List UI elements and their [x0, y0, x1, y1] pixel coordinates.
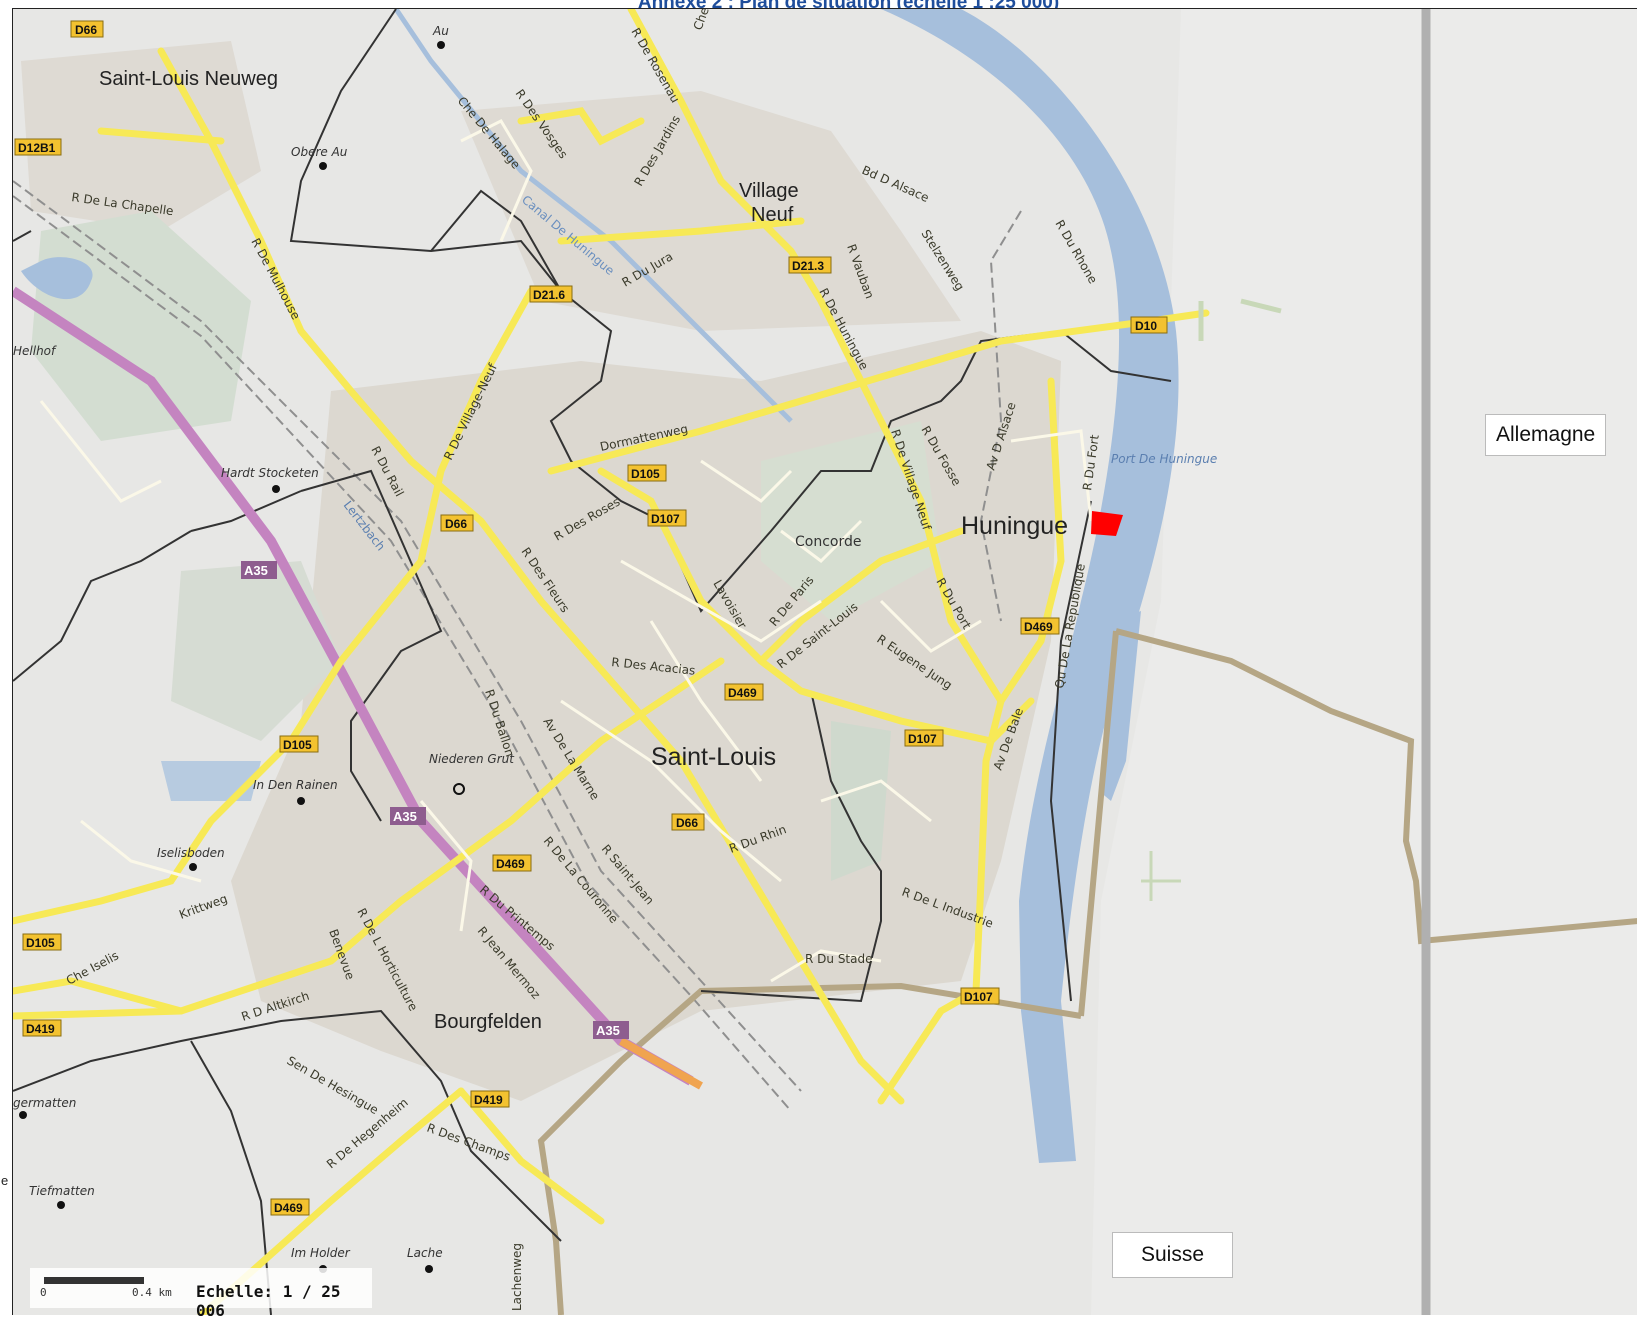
shield-d21-3: D21.3 [788, 256, 832, 274]
shield-d469: D469 [270, 1198, 310, 1216]
minor-roads [39, 119, 1093, 983]
svg-text:D107: D107 [908, 732, 937, 746]
svg-text:A35: A35 [393, 809, 417, 824]
shield-d105: D105 [279, 735, 319, 753]
urban-village-neuf [461, 91, 961, 331]
svg-text:D107: D107 [651, 512, 680, 526]
place-concorde: Concorde [795, 534, 862, 550]
dock-marks [1198, 298, 1282, 341]
svg-text:D105: D105 [631, 467, 660, 481]
scale-zero-label: 0 [40, 1286, 47, 1299]
scale-ratio-label: Echelle: 1 / 25 006 [196, 1282, 341, 1320]
shield-d469: D469 [1020, 617, 1060, 635]
svg-text:D105: D105 [26, 936, 55, 950]
map-canvas[interactable]: Saint-Louis Neuweg Village Neuf Huningue… [12, 8, 1637, 1315]
place-hellhof: Hellhof [13, 344, 57, 358]
place-im-holder: Im Holder [291, 1246, 351, 1260]
germany-area [1091, 9, 1637, 1315]
rhine-river [881, 9, 1179, 1163]
svg-text:D469: D469 [1024, 620, 1053, 634]
place-iselisboden: Iselisboden [157, 846, 225, 860]
street-label: R Du Stade [805, 952, 873, 966]
shield-d107: D107 [960, 987, 1000, 1005]
shield-d419: D419 [22, 1019, 62, 1037]
town-village-neuf-line1: Village [739, 180, 799, 202]
town-bourgfelden: Bourgfelden [434, 1011, 542, 1033]
shield-d469: D469 [724, 683, 764, 701]
town-saint-louis: Saint-Louis [651, 743, 776, 771]
pond [21, 257, 93, 300]
country-label-germany: Allemagne [1485, 414, 1607, 456]
town-saint-louis-neuweg: Saint-Louis Neuweg [99, 68, 278, 90]
place-lache: Lache [407, 1246, 443, 1260]
shield-a35: A35 [593, 1021, 629, 1039]
dock-marks [1141, 851, 1181, 901]
shield-d107: D107 [904, 729, 944, 747]
svg-text:D21.3: D21.3 [792, 259, 824, 273]
shield-d105: D105 [22, 933, 62, 951]
green-area [171, 561, 341, 741]
shield-d66: D66 [440, 514, 474, 532]
pond [161, 761, 261, 801]
shield-d469: D469 [492, 854, 532, 872]
shield-d107: D107 [647, 509, 687, 527]
harbour-basin [1099, 611, 1141, 801]
place-au: Au [432, 24, 449, 38]
green-area [831, 721, 891, 881]
svg-text:D12B1: D12B1 [18, 141, 56, 155]
svg-text:D105: D105 [283, 738, 312, 752]
scale-distance-label: 0.4 km [132, 1286, 172, 1299]
commune-boundaries [13, 9, 1172, 1315]
place-germatten: germatten [13, 1096, 76, 1110]
street-label: Lachenweg [510, 1243, 524, 1311]
shield-d66: D66 [70, 20, 104, 38]
shield-d105: D105 [627, 464, 667, 482]
svg-text:D66: D66 [75, 23, 97, 37]
svg-text:D107: D107 [964, 990, 993, 1004]
green-area [761, 421, 941, 621]
motorway-end [619, 1037, 703, 1090]
svg-text:A35: A35 [244, 563, 268, 578]
svg-text:D10: D10 [1135, 319, 1157, 333]
place-obere-au: Obere Au [291, 145, 348, 159]
svg-text:D66: D66 [445, 517, 467, 531]
town-huningue: Huningue [961, 512, 1068, 540]
place-dots [19, 41, 465, 1273]
shield-d12b1: D12B1 [14, 138, 62, 156]
place-niederen-grut: Niederen Grut [429, 752, 515, 766]
map-svg: Saint-Louis Neuweg Village Neuf Huningue… [13, 9, 1637, 1315]
national-border [537, 628, 1637, 1315]
shield-d10: D10 [1130, 316, 1168, 334]
canal-huningue [393, 9, 793, 423]
svg-text:D419: D419 [26, 1022, 55, 1036]
town-village-neuf-line2: Neuf [751, 204, 794, 226]
svg-text:D469: D469 [496, 857, 525, 871]
shield-d21-6: D21.6 [529, 285, 573, 303]
scale-bar-panel: 0 0.4 km Echelle: 1 / 25 006 [30, 1268, 372, 1320]
svg-text:A35: A35 [596, 1023, 620, 1038]
shield-d419: D419 [470, 1090, 510, 1108]
place-hardt-stocketen: Hardt Stocketen [221, 466, 319, 480]
place-port-de-huningue: Port De Huningue [1111, 452, 1217, 466]
svg-text:D469: D469 [728, 686, 757, 700]
place-tiefmatten: Tiefmatten [29, 1184, 95, 1198]
edge-text-fragment: e [1, 1173, 9, 1188]
shield-a35: A35 [241, 561, 277, 579]
country-label-switzerland: Suisse [1112, 1232, 1234, 1278]
svg-text:D469: D469 [274, 1201, 303, 1215]
shield-d66: D66 [671, 813, 705, 831]
scale-bar [44, 1277, 144, 1284]
svg-text:D66: D66 [676, 816, 698, 830]
site-marker [1091, 511, 1123, 536]
shield-a35: A35 [390, 807, 426, 825]
svg-text:D21.6: D21.6 [533, 288, 565, 302]
svg-text:D419: D419 [474, 1093, 503, 1107]
railway-lines [13, 180, 1022, 1112]
place-in-den-rainen: In Den Rainen [253, 778, 338, 792]
